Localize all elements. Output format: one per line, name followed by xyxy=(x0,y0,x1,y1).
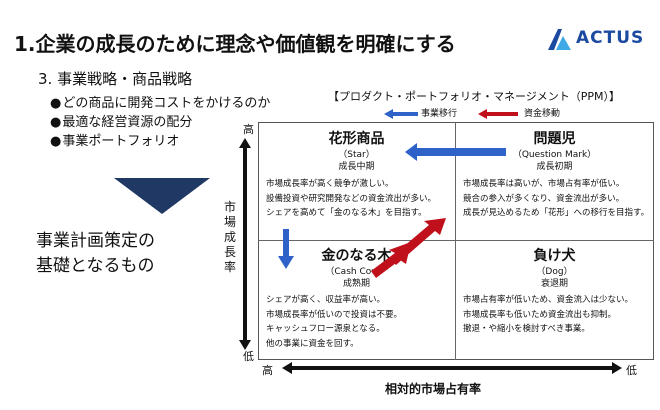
down-chevron-arrow xyxy=(114,178,210,214)
quadrant-star: 花形商品 （Star） 成長中期 市場成長率が高く競争が激しい。 設備投資や研究… xyxy=(258,122,455,240)
section-heading: 3. 事業戦略・商品戦略 xyxy=(38,70,193,88)
arrow-star-to-cash xyxy=(278,229,294,269)
quadrant-cash-name: 金のなる木 xyxy=(321,248,392,264)
result-line: 基礎となるもの xyxy=(36,256,155,276)
quadrant-star-en: （Star） xyxy=(338,150,375,160)
y-axis-high-label: 高 xyxy=(243,123,254,136)
desc-line: 撤退・や縮小を検討すべき事業。 xyxy=(463,324,590,334)
fund-flow-arrow-icon xyxy=(478,109,518,119)
y-axis-arrow xyxy=(239,138,251,350)
quadrant-dog-desc: 市場占有率が低いため、資金流入は少ない。 市場成長率も低いため資金流出も抑制。 … xyxy=(463,293,633,337)
desc-line: 市場成長率が高く競争が激しい。 xyxy=(266,179,394,189)
arrow-cash-to-question xyxy=(390,218,446,265)
quadrant-cash-cow: 金のなる木 （Cash Cow） 成熟期 シェアが高く、収益率が高い。 市場成長… xyxy=(258,240,455,360)
x-axis-title: 相対的市場占有率 xyxy=(385,382,482,396)
bullet-item: 最適な経営資源の配分 xyxy=(50,113,270,132)
x-axis-low-label: 低 xyxy=(626,364,637,377)
desc-line: シェアを高めて「金のなる木」を目指す。 xyxy=(266,208,427,218)
actus-logo-icon xyxy=(548,29,571,50)
desc-line: シェアが高く、収益率が高い。 xyxy=(266,295,386,305)
ppm-matrix xyxy=(258,122,654,360)
desc-line: 他の事業に資金を回す。 xyxy=(266,338,359,349)
arrow-question-to-star xyxy=(405,143,506,161)
desc-line: 市場占有率が低いため、資金流入は少ない。 xyxy=(463,295,634,305)
desc-line: キャッシュフロー源泉となる。 xyxy=(266,324,385,334)
slide-title: 1.企業の成長のために理念や価値観を明確にする xyxy=(14,32,456,56)
quadrant-dog: 負け犬 （Dog） 衰退期 市場占有率が低いため、資金流入は少ない。 市場成長率… xyxy=(455,240,654,360)
brand-logo: ACTUS xyxy=(546,27,646,53)
bullet-item: どの商品に開発コストをかけるのか xyxy=(50,94,270,113)
quadrant-question-name: 問題児 xyxy=(533,131,576,147)
quadrant-star-desc: 市場成長率が高く競争が激しい。 設備投資や研究開発などの資金流出が多い。 シェア… xyxy=(266,177,436,221)
result-line: 事業計画策定の xyxy=(36,231,155,251)
bullet-list: どの商品に開発コストをかけるのか 最適な経営資源の配分 事業ポートフォリオ xyxy=(50,94,270,151)
quadrant-dog-stage: 衰退期 xyxy=(540,279,568,289)
desc-line: 競合の参入が多くなり、資金流出が多い。 xyxy=(463,193,625,204)
matrix-horizontal-divider xyxy=(258,240,654,241)
quadrant-question-desc: 市場成長率は高いが、市場占有率が低い。 競合の参入が多くなり、資金流出が多い。 … xyxy=(463,177,649,221)
desc-line: 設備投資や研究開発などの資金流出が多い。 xyxy=(266,193,437,204)
ppm-legend: 事業移行 資金移動 xyxy=(372,106,580,122)
desc-line: 成長が見込めるため「花形」への移行を目指す。 xyxy=(463,208,650,218)
desc-line: 市場成長率は高いが、市場占有率が低い。 xyxy=(463,179,625,189)
desc-line: 市場成長率が低いので投資は不要。 xyxy=(266,309,403,320)
y-axis-title-text: 市場成長率 xyxy=(223,200,236,274)
legend-business-shift: 事業移行 xyxy=(421,109,458,119)
brand-name: ACTUS xyxy=(576,28,645,48)
result-text: 事業計画策定の 基礎となるもの xyxy=(36,229,236,279)
quadrant-star-stage: 成長中期 xyxy=(338,162,375,172)
quadrant-question: 問題児 （Question Mark） 成長初期 市場成長率は高いが、市場占有率… xyxy=(455,122,654,240)
ppm-title: 【プロダクト・ポートフォリオ・マネージメント（PPM）】 xyxy=(328,90,621,103)
quadrant-question-en: （Question Mark） xyxy=(512,150,597,160)
x-axis-arrow xyxy=(282,362,622,374)
matrix-vertical-divider xyxy=(455,122,456,360)
desc-line: 市場成長率も低いため資金流出も抑制。 xyxy=(463,309,617,320)
business-shift-arrow-icon xyxy=(384,109,418,119)
bullet-item: 事業ポートフォリオ xyxy=(50,132,270,151)
y-axis-low-label: 低 xyxy=(243,350,254,363)
y-axis-title: 市場成長率 xyxy=(220,200,240,275)
quadrant-cash-stage: 成熟期 xyxy=(342,279,370,289)
legend-fund-flow: 資金移動 xyxy=(524,109,561,119)
quadrant-dog-name: 負け犬 xyxy=(533,248,576,264)
x-axis-high-label: 高 xyxy=(262,364,273,377)
quadrant-star-name: 花形商品 xyxy=(328,131,385,147)
quadrant-question-stage: 成長初期 xyxy=(536,162,573,172)
quadrant-cash-en: （Cash Cow） xyxy=(325,267,388,277)
quadrant-dog-en: （Dog） xyxy=(536,267,573,277)
quadrant-cash-desc: シェアが高く、収益率が高い。 市場成長率が低いので投資は不要。 キャッシュフロー… xyxy=(266,293,402,351)
